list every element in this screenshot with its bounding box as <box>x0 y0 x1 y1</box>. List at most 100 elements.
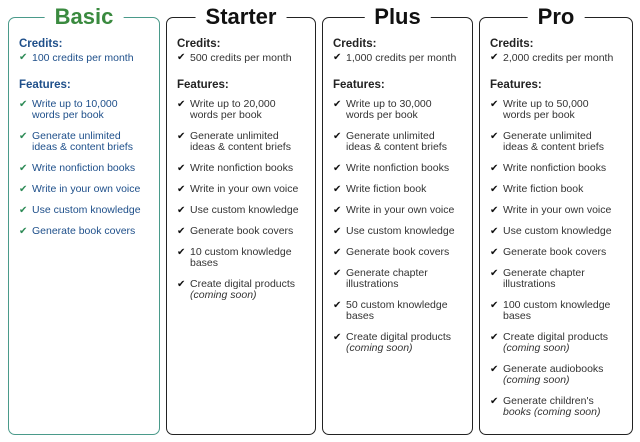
check-icon: ✔ <box>333 52 342 63</box>
check-icon: ✔ <box>177 226 186 237</box>
feature-text: Write nonfiction books <box>32 162 136 174</box>
check-icon: ✔ <box>19 184 28 195</box>
feature-item: ✔ Write up to 10,000 words per book <box>19 99 159 121</box>
feature-text: 10 custom knowledge bases <box>190 246 292 269</box>
check-icon: ✔ <box>490 99 499 110</box>
features-label: Features: <box>333 79 385 91</box>
feature-text: Generate book covers <box>32 225 136 237</box>
feature-note: (coming soon) <box>503 342 570 354</box>
feature-text: Generate unlimited ideas & content brief… <box>190 130 291 153</box>
features-label: Features: <box>177 79 229 91</box>
feature-item: ✔ Create digital products (coming soon) <box>177 279 315 301</box>
feature-item: ✔ Use custom knowledge <box>19 204 159 217</box>
check-icon: ✔ <box>490 247 499 258</box>
feature-item: ✔ Generate unlimited ideas & content bri… <box>333 131 472 153</box>
features-label: Features: <box>19 79 71 91</box>
check-icon: ✔ <box>490 52 499 63</box>
credits-item: ✔ 2,000 credits per month <box>490 52 632 64</box>
feature-item: ✔ Write in your own voice <box>333 204 472 217</box>
check-icon: ✔ <box>333 332 342 343</box>
credits-value: 500 credits per month <box>190 52 292 64</box>
check-icon: ✔ <box>177 205 186 216</box>
feature-text: Generate audiobooks (coming soon) <box>503 363 604 386</box>
check-icon: ✔ <box>19 226 28 237</box>
check-icon: ✔ <box>333 247 342 258</box>
feature-text: Write in your own voice <box>190 183 299 195</box>
check-icon: ✔ <box>333 268 342 279</box>
feature-text: Write nonfiction books <box>346 162 450 174</box>
feature-text: Write in your own voice <box>32 183 141 195</box>
feature-item: ✔ Create digital products (coming soon) <box>490 332 632 354</box>
credits-value: 1,000 credits per month <box>346 52 457 64</box>
plan-card-basic: Basic Credits: ✔ 100 credits per month F… <box>8 2 160 435</box>
feature-item: ✔ Write in your own voice <box>177 183 315 196</box>
plan-title: Plus <box>364 2 431 32</box>
feature-note: (coming soon) <box>190 289 257 301</box>
feature-list: ✔ Write up to 30,000 words per book ✔ Ge… <box>333 99 472 354</box>
check-icon: ✔ <box>490 364 499 375</box>
feature-item: ✔ Write nonfiction books <box>333 162 472 175</box>
feature-text: Generate unlimited ideas & content brief… <box>503 130 604 153</box>
feature-item: ✔ Use custom knowledge <box>333 226 472 238</box>
feature-item: ✔ Generate unlimited ideas & content bri… <box>177 131 315 153</box>
check-icon: ✔ <box>177 52 186 63</box>
check-icon: ✔ <box>490 300 499 311</box>
plan-title: Basic <box>44 2 124 32</box>
feature-item: ✔ Write nonfiction books <box>19 162 159 175</box>
check-icon: ✔ <box>177 184 186 195</box>
check-icon: ✔ <box>177 279 186 290</box>
feature-text: Generate chapter illustrations <box>503 267 585 290</box>
feature-item: ✔ Generate book covers <box>333 246 472 259</box>
check-icon: ✔ <box>177 247 186 258</box>
feature-item: ✔ Generate book covers <box>177 225 315 238</box>
feature-text: 50 custom knowledge bases <box>346 299 448 322</box>
feature-note: (coming soon) <box>346 342 413 354</box>
feature-item: ✔ 10 custom knowledge bases <box>177 247 315 269</box>
feature-text: Write fiction book <box>346 183 427 195</box>
feature-item: ✔ Write in your own voice <box>19 183 159 196</box>
feature-text: 100 custom knowledge bases <box>503 299 611 322</box>
feature-text: Create digital products (coming soon) <box>190 278 296 301</box>
credits-label: Credits: <box>19 38 63 50</box>
feature-item: ✔ Write up to 30,000 words per book <box>333 99 472 121</box>
check-icon: ✔ <box>333 205 342 216</box>
feature-item: ✔ Write nonfiction books <box>490 162 632 175</box>
credits-item: ✔ 500 credits per month <box>177 52 315 64</box>
check-icon: ✔ <box>19 131 28 142</box>
check-icon: ✔ <box>333 131 342 142</box>
credits-item: ✔ 100 credits per month <box>19 52 159 64</box>
feature-text: Write in your own voice <box>346 204 455 216</box>
feature-list: ✔ Write up to 20,000 words per book ✔ Ge… <box>177 99 315 301</box>
feature-text: Generate children's books (coming soon) <box>503 395 601 418</box>
check-icon: ✔ <box>490 131 499 142</box>
check-icon: ✔ <box>19 163 28 174</box>
plan-card-plus: Plus Credits: ✔ 1,000 credits per month … <box>322 2 473 435</box>
feature-item: ✔ Write fiction book <box>333 183 472 196</box>
plan-card-starter: Starter Credits: ✔ 500 credits per month… <box>166 2 316 435</box>
feature-item: ✔ 100 custom knowledge bases <box>490 300 632 322</box>
feature-list: ✔ Write up to 50,000 words per book ✔ Ge… <box>490 99 632 418</box>
feature-text: Generate book covers <box>346 246 450 258</box>
feature-text: Generate unlimited ideas & content brief… <box>346 130 447 153</box>
check-icon: ✔ <box>490 396 499 407</box>
feature-text: Use custom knowledge <box>503 225 612 237</box>
credits-value: 2,000 credits per month <box>503 52 614 64</box>
feature-text: Write up to 20,000 words per book <box>190 98 276 121</box>
feature-text: Write nonfiction books <box>190 162 294 174</box>
check-icon: ✔ <box>333 184 342 195</box>
check-icon: ✔ <box>490 163 499 174</box>
check-icon: ✔ <box>490 205 499 216</box>
feature-item: ✔ Write up to 20,000 words per book <box>177 99 315 121</box>
check-icon: ✔ <box>490 268 499 279</box>
check-icon: ✔ <box>333 99 342 110</box>
feature-text: Write up to 50,000 words per book <box>503 98 589 121</box>
feature-text: Use custom knowledge <box>190 204 299 216</box>
feature-text: Write nonfiction books <box>503 162 607 174</box>
feature-text: Use custom knowledge <box>32 204 141 216</box>
feature-text: Generate book covers <box>190 225 294 237</box>
feature-item: ✔ Generate chapter illustrations <box>490 268 632 290</box>
plan-title: Starter <box>195 2 287 32</box>
check-icon: ✔ <box>333 300 342 311</box>
plan-title: Pro <box>527 2 585 32</box>
check-icon: ✔ <box>19 52 28 63</box>
